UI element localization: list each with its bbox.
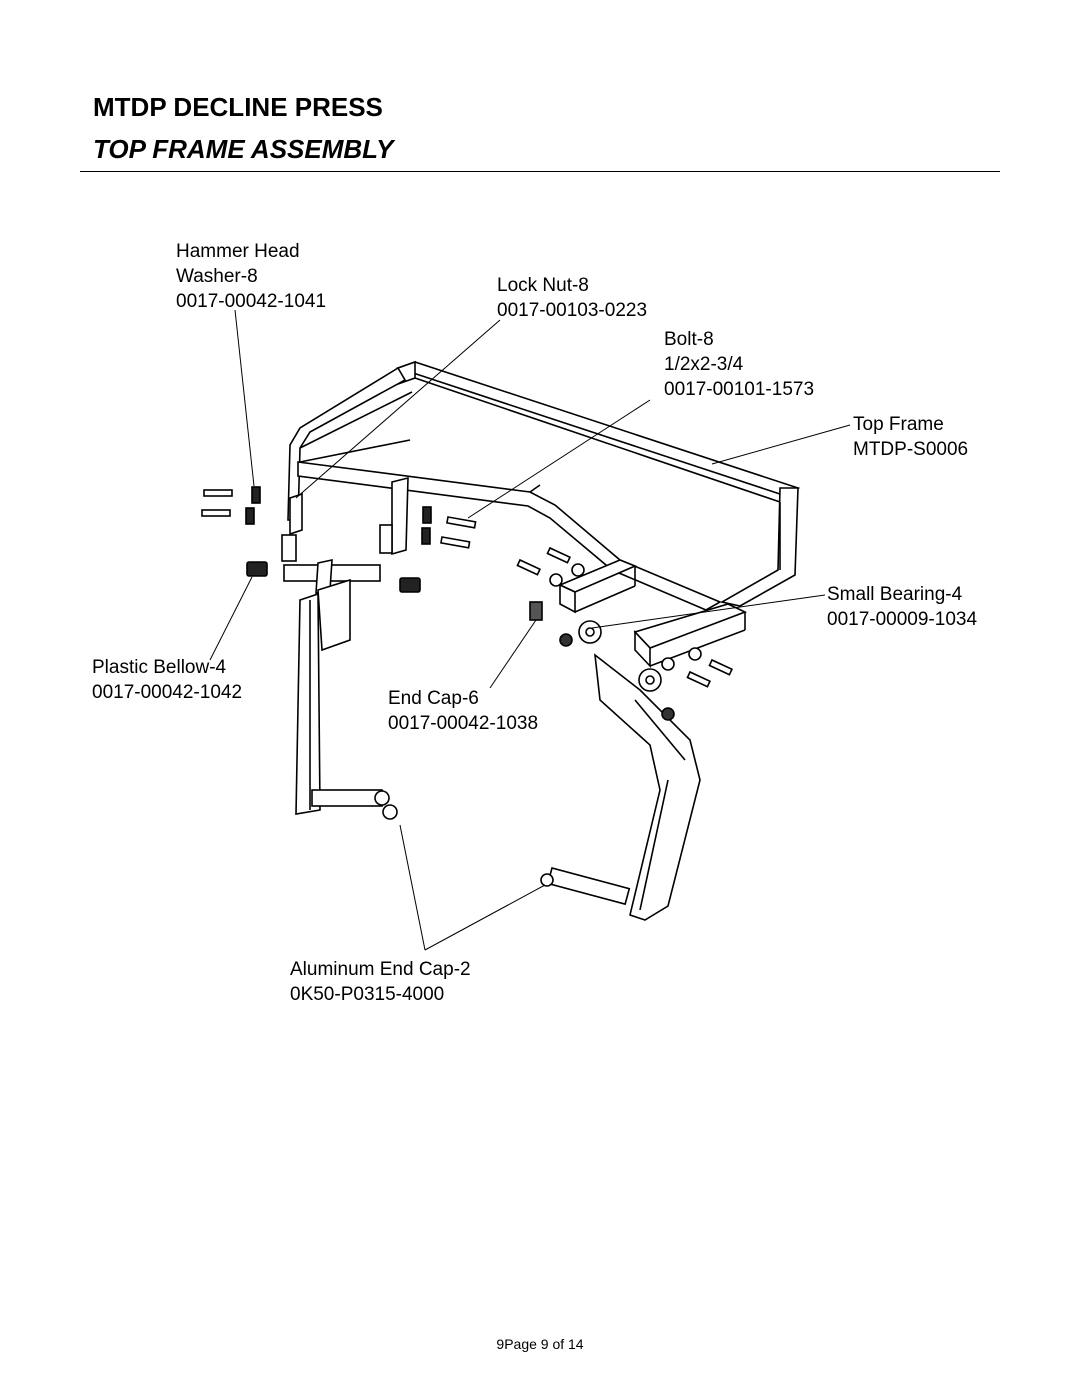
callout-hammer-head-washer: Hammer Head Washer-8 0017-00042-1041 bbox=[176, 239, 326, 314]
callout-name: End Cap-6 bbox=[388, 688, 479, 709]
top-frame bbox=[287, 360, 801, 669]
callout-size: 1/2x2-3/4 bbox=[664, 354, 744, 375]
callout-name: Bolt-8 bbox=[664, 329, 714, 350]
page-number: 9Page 9 of 14 bbox=[496, 1336, 584, 1352]
left-arm bbox=[283, 558, 398, 820]
plastic-bellows bbox=[245, 486, 543, 621]
leader-lines bbox=[209, 309, 851, 951]
callout-name: Small Bearing-4 bbox=[827, 584, 963, 605]
callout-small-bearing: Small Bearing-4 0017-00009-1034 bbox=[827, 582, 977, 632]
left-brackets bbox=[281, 476, 409, 562]
header-rule bbox=[80, 171, 1000, 172]
callout-part-number: 0017-00042-1042 bbox=[92, 682, 243, 703]
bolts bbox=[201, 489, 734, 688]
callout-top-frame: Top Frame MTDP-S0006 bbox=[853, 412, 968, 462]
callout-name: Lock Nut-8 bbox=[497, 275, 589, 296]
callout-part-number: 0017-00101-1573 bbox=[664, 379, 815, 400]
callout-part-number: 0017-00042-1041 bbox=[176, 291, 327, 312]
callout-name: Aluminum End Cap-2 bbox=[290, 959, 471, 980]
callout-name: Plastic Bellow-4 bbox=[92, 657, 227, 678]
callout-aluminum-end-cap: Aluminum End Cap-2 0K50-P0315-4000 bbox=[290, 957, 471, 1007]
page-title: MTDP DECLINE PRESS bbox=[93, 92, 383, 122]
callout-part-number: MTDP-S0006 bbox=[853, 439, 969, 460]
callout-part-number: 0017-00009-1034 bbox=[827, 609, 978, 630]
callout-name: Washer-8 bbox=[176, 266, 258, 287]
callout-plastic-bellow: Plastic Bellow-4 0017-00042-1042 bbox=[92, 655, 242, 705]
small-bearings bbox=[549, 563, 702, 721]
callout-end-cap: End Cap-6 0017-00042-1038 bbox=[388, 686, 538, 736]
callout-lock-nut: Lock Nut-8 0017-00103-0223 bbox=[497, 273, 647, 323]
callout-name: Hammer Head bbox=[176, 241, 300, 262]
callout-part-number: 0K50-P0315-4000 bbox=[290, 984, 445, 1005]
callout-part-number: 0017-00042-1038 bbox=[388, 713, 539, 734]
callout-name: Top Frame bbox=[853, 414, 944, 435]
callout-bolt: Bolt-8 1/2x2-3/4 0017-00101-1573 bbox=[664, 327, 814, 402]
page-subtitle: TOP FRAME ASSEMBLY bbox=[93, 134, 394, 164]
callout-part-number: 0017-00103-0223 bbox=[497, 300, 648, 321]
right-arm bbox=[540, 653, 701, 921]
